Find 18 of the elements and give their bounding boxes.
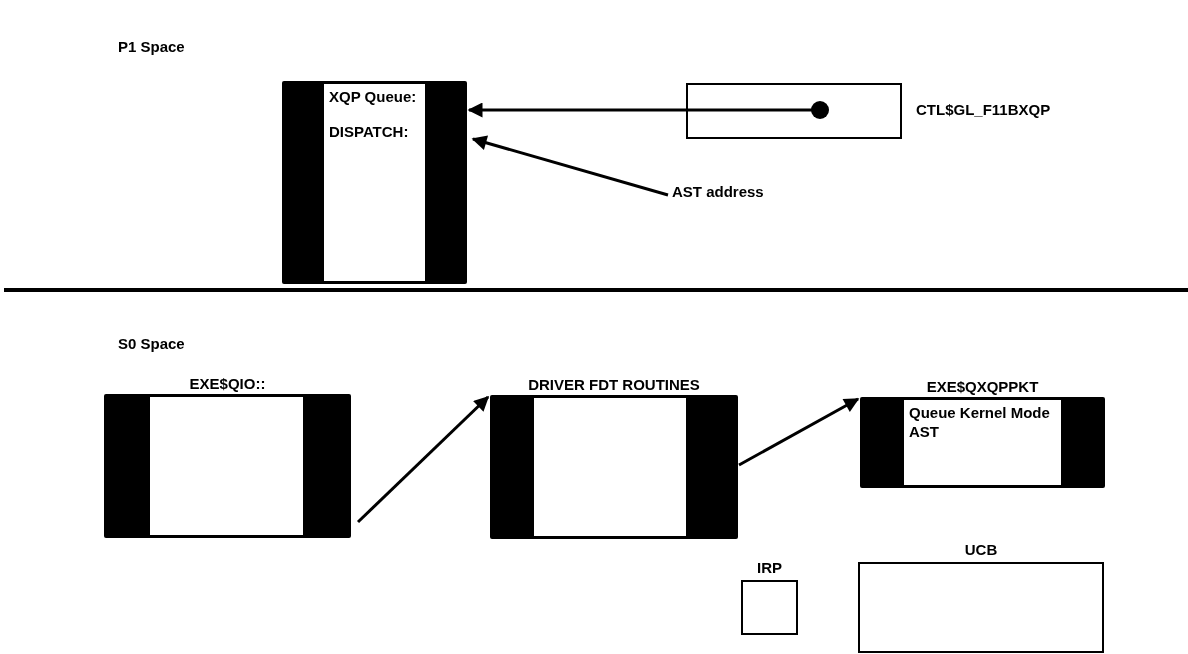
block-heading: UCB: [963, 541, 999, 558]
arrow: [356, 395, 490, 524]
routine-label: XQP Queue:: [329, 88, 418, 107]
symbol-name: CTL$GL_F11BXQP: [916, 101, 1051, 118]
arrow: [467, 101, 829, 119]
arrow: [471, 135, 669, 197]
routine-label: DISPATCH:: [329, 122, 410, 142]
block-heading: DRIVER FDT ROUTINES: [527, 376, 701, 393]
block-heading: EXE$QXQPPKT: [925, 378, 1040, 395]
pointer-box: [686, 83, 902, 139]
routine-block: [282, 81, 467, 284]
region-label: P1 Space: [118, 38, 185, 55]
callout-text: AST address: [672, 183, 765, 202]
routine-label: Queue Kernel Mode AST: [909, 404, 1051, 442]
block-heading: EXE$QIO::: [188, 375, 267, 392]
block-heading: IRP: [756, 559, 783, 576]
region-label: S0 Space: [118, 335, 185, 352]
arrow: [738, 397, 860, 467]
